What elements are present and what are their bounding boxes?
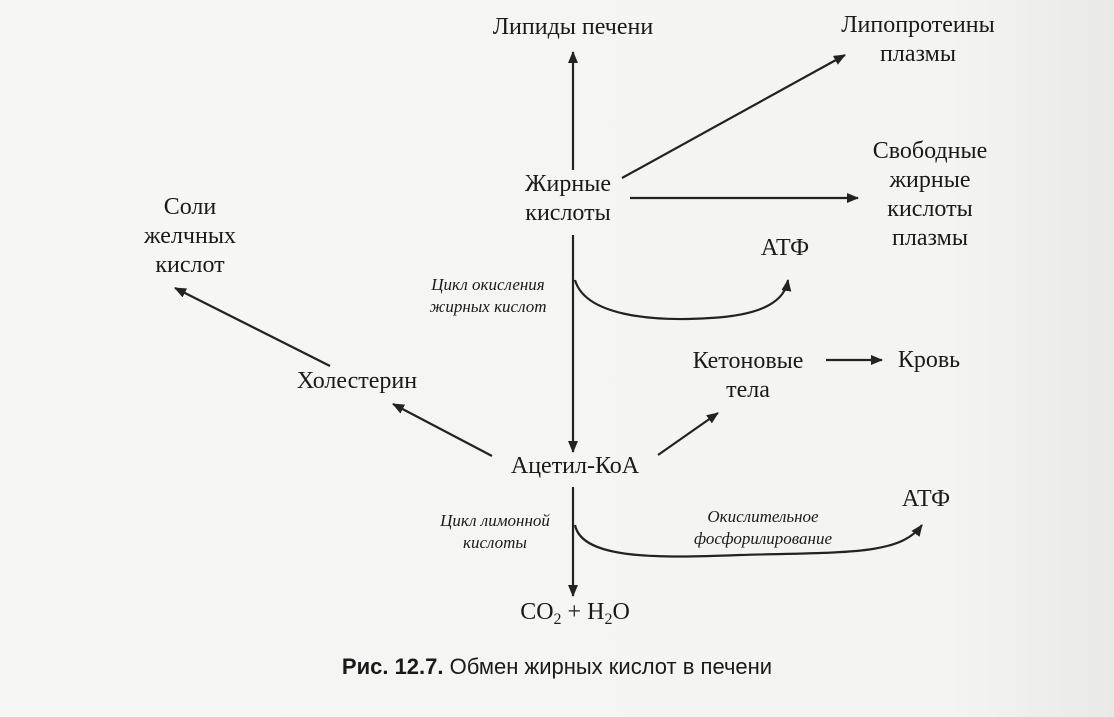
node-acetyl-coa: Ацетил-КоА: [510, 453, 640, 479]
label-oxidative-phosphorylation: Окислительное фосфорилирование: [694, 507, 832, 548]
arrow-cholesterol-to-bile-salts: [174, 287, 331, 367]
node-atp-bottom: АТФ: [901, 486, 951, 512]
node-plasma-lipoproteins: Липопротеины плазмы: [841, 12, 995, 67]
node-fatty-acids: Жирные кислоты: [525, 171, 611, 226]
node-bile-salts: Соли желчных кислот: [144, 194, 236, 278]
node-ketone-bodies: Кетоновые тела: [692, 348, 804, 403]
node-free-fatty-acids: Свободные жирные кислоты плазмы: [872, 138, 988, 251]
label-beta-oxidation: Цикл окисления жирных кислот: [429, 275, 547, 316]
node-atp-top: АТФ: [760, 235, 810, 261]
node-liver-lipids: Липиды печени: [492, 14, 654, 40]
node-cholesterol: Холестерин: [296, 368, 418, 394]
figure-caption: Рис. 12.7. Обмен жирных кислот в печени: [0, 654, 1114, 680]
arrow-fatty-acids-to-lipoproteins: [621, 54, 846, 179]
node-co2-h2o: CO2 + H2O: [520, 599, 630, 628]
caption-number: Рис. 12.7.: [341, 654, 444, 679]
node-blood: Кровь: [897, 347, 961, 373]
arrow-acetyl-coa-to-cholesterol: [392, 403, 493, 457]
caption-text: Обмен жирных кислот в печени: [449, 654, 773, 679]
label-citric-cycle: Цикл лимонной кислоты: [440, 511, 550, 552]
arrow-acetyl-coa-to-ketone-bodies: [657, 412, 719, 456]
arrow-beta-oxidation-to-atp: [573, 279, 792, 321]
arrow-citric-cycle-to-atp: [573, 524, 923, 558]
